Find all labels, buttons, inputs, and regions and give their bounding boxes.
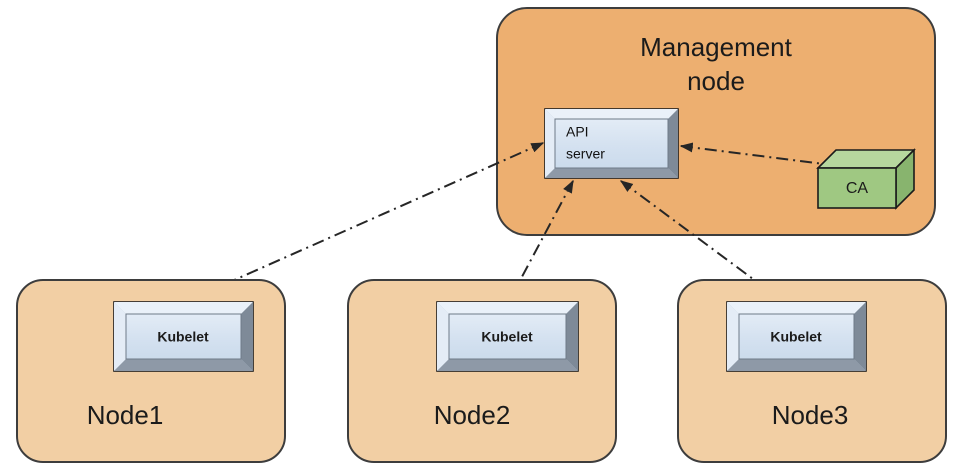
kubelet-box-node2[interactable]: Kubelet: [436, 301, 579, 372]
api-server-bevel-bottom: [545, 168, 678, 178]
api-server-bevel-top: [545, 109, 678, 119]
kubelet-node2-bevel-bottom: [437, 359, 578, 371]
kubelet-node1-face: [125, 313, 242, 360]
kubelet-node2-label: Kubelet: [481, 329, 533, 345]
api-server-label-line2: server: [566, 146, 605, 162]
ca-box-label: CA: [846, 180, 869, 197]
node2-label: Node2: [434, 400, 511, 430]
node-box-node3[interactable]: Kubelet Node3: [677, 279, 947, 463]
kubelet-node3-bevel-bottom: [727, 359, 866, 371]
kubelet-node2-bevel-left: [437, 302, 449, 371]
kubelet-node1-bevel-left: [114, 302, 126, 371]
api-server-label-line1: API: [566, 124, 589, 140]
kubelet-node1-label: Kubelet: [157, 329, 209, 345]
node-box-node1[interactable]: Kubelet Node1: [16, 279, 286, 463]
kubelet-node1-bevel-bottom: [114, 359, 253, 371]
kubelet-node1-bevel-top: [114, 302, 253, 314]
connector-api-server-kubelet-node1: [176, 142, 545, 306]
kubelet-node3-label: Kubelet: [770, 329, 822, 345]
api-server-box[interactable]: API server: [544, 108, 679, 179]
management-node-label-line2: node: [687, 66, 745, 96]
kubelet-node3-bevel-right: [854, 302, 866, 371]
api-server-bevel-left: [545, 109, 555, 178]
node-box-node2[interactable]: Kubelet Node2: [347, 279, 617, 463]
kubelet-node2-bevel-top: [437, 302, 578, 314]
kubelet-box-node1[interactable]: Kubelet: [113, 301, 254, 372]
node3-label: Node3: [772, 400, 849, 430]
api-server-bevel-right: [668, 109, 678, 178]
connector-api-server-ca: [679, 142, 874, 174]
kubelet-node1-bevel-right: [241, 302, 253, 371]
kubelet-node3-bevel-left: [727, 302, 739, 371]
kubelet-box-node3[interactable]: Kubelet: [726, 301, 867, 372]
kubelet-node2-bevel-right: [566, 302, 578, 371]
api-server-face: [554, 118, 669, 169]
node1-label: Node1: [87, 400, 164, 430]
kubelet-node2-face: [448, 313, 567, 360]
kubelet-node3-face: [738, 313, 855, 360]
management-node-label-line1: Management: [640, 32, 793, 62]
ca-box-front-face: [817, 167, 897, 209]
ca-box[interactable]: CA: [816, 148, 916, 210]
kubelet-node3-bevel-top: [727, 302, 866, 314]
